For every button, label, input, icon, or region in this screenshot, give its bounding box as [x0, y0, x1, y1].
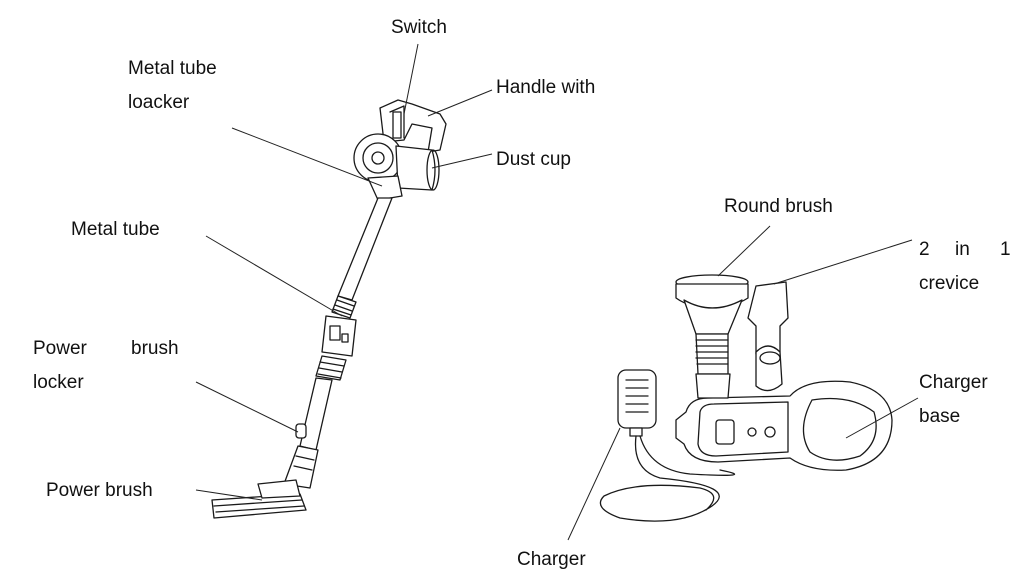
stick-vacuum-drawing — [212, 100, 446, 518]
label-crevice-line2: crevice — [919, 267, 979, 301]
label-metal-tube-locker-line1: Metal tube — [128, 52, 217, 86]
label-charger-base-line1: Charger — [919, 366, 988, 400]
label-crevice-line1b: in — [955, 233, 970, 267]
label-charger-base-line2: base — [919, 400, 960, 434]
motor-housing — [354, 134, 402, 182]
round-brush — [676, 275, 748, 398]
label-crevice-line1a: 2 — [919, 233, 930, 267]
leader-lines-left — [196, 44, 492, 500]
label-round-brush: Round brush — [724, 190, 833, 224]
label-power-brush: Power brush — [46, 474, 153, 508]
metal-tube-lower — [300, 378, 332, 450]
power-brush-locker-button — [296, 424, 306, 438]
label-handle: Handle with — [496, 71, 595, 105]
label-switch: Switch — [391, 11, 447, 45]
power-brush-head — [212, 494, 306, 518]
locker-block — [322, 316, 356, 356]
metal-tube-upper — [338, 198, 392, 300]
label-charger: Charger — [517, 543, 586, 577]
label-power-brush-locker-line2: locker — [33, 366, 84, 400]
label-crevice-line1c: 1 — [1000, 233, 1011, 267]
crevice-tool — [748, 282, 788, 391]
label-dust-cup: Dust cup — [496, 143, 571, 177]
label-metal-tube-locker-line2: loacker — [128, 86, 189, 120]
accessories-drawing — [600, 275, 892, 521]
label-metal-tube: Metal tube — [71, 213, 160, 247]
label-power-brush-locker-line1b: brush — [131, 332, 179, 366]
label-power-brush-locker-line1a: Power — [33, 332, 87, 366]
